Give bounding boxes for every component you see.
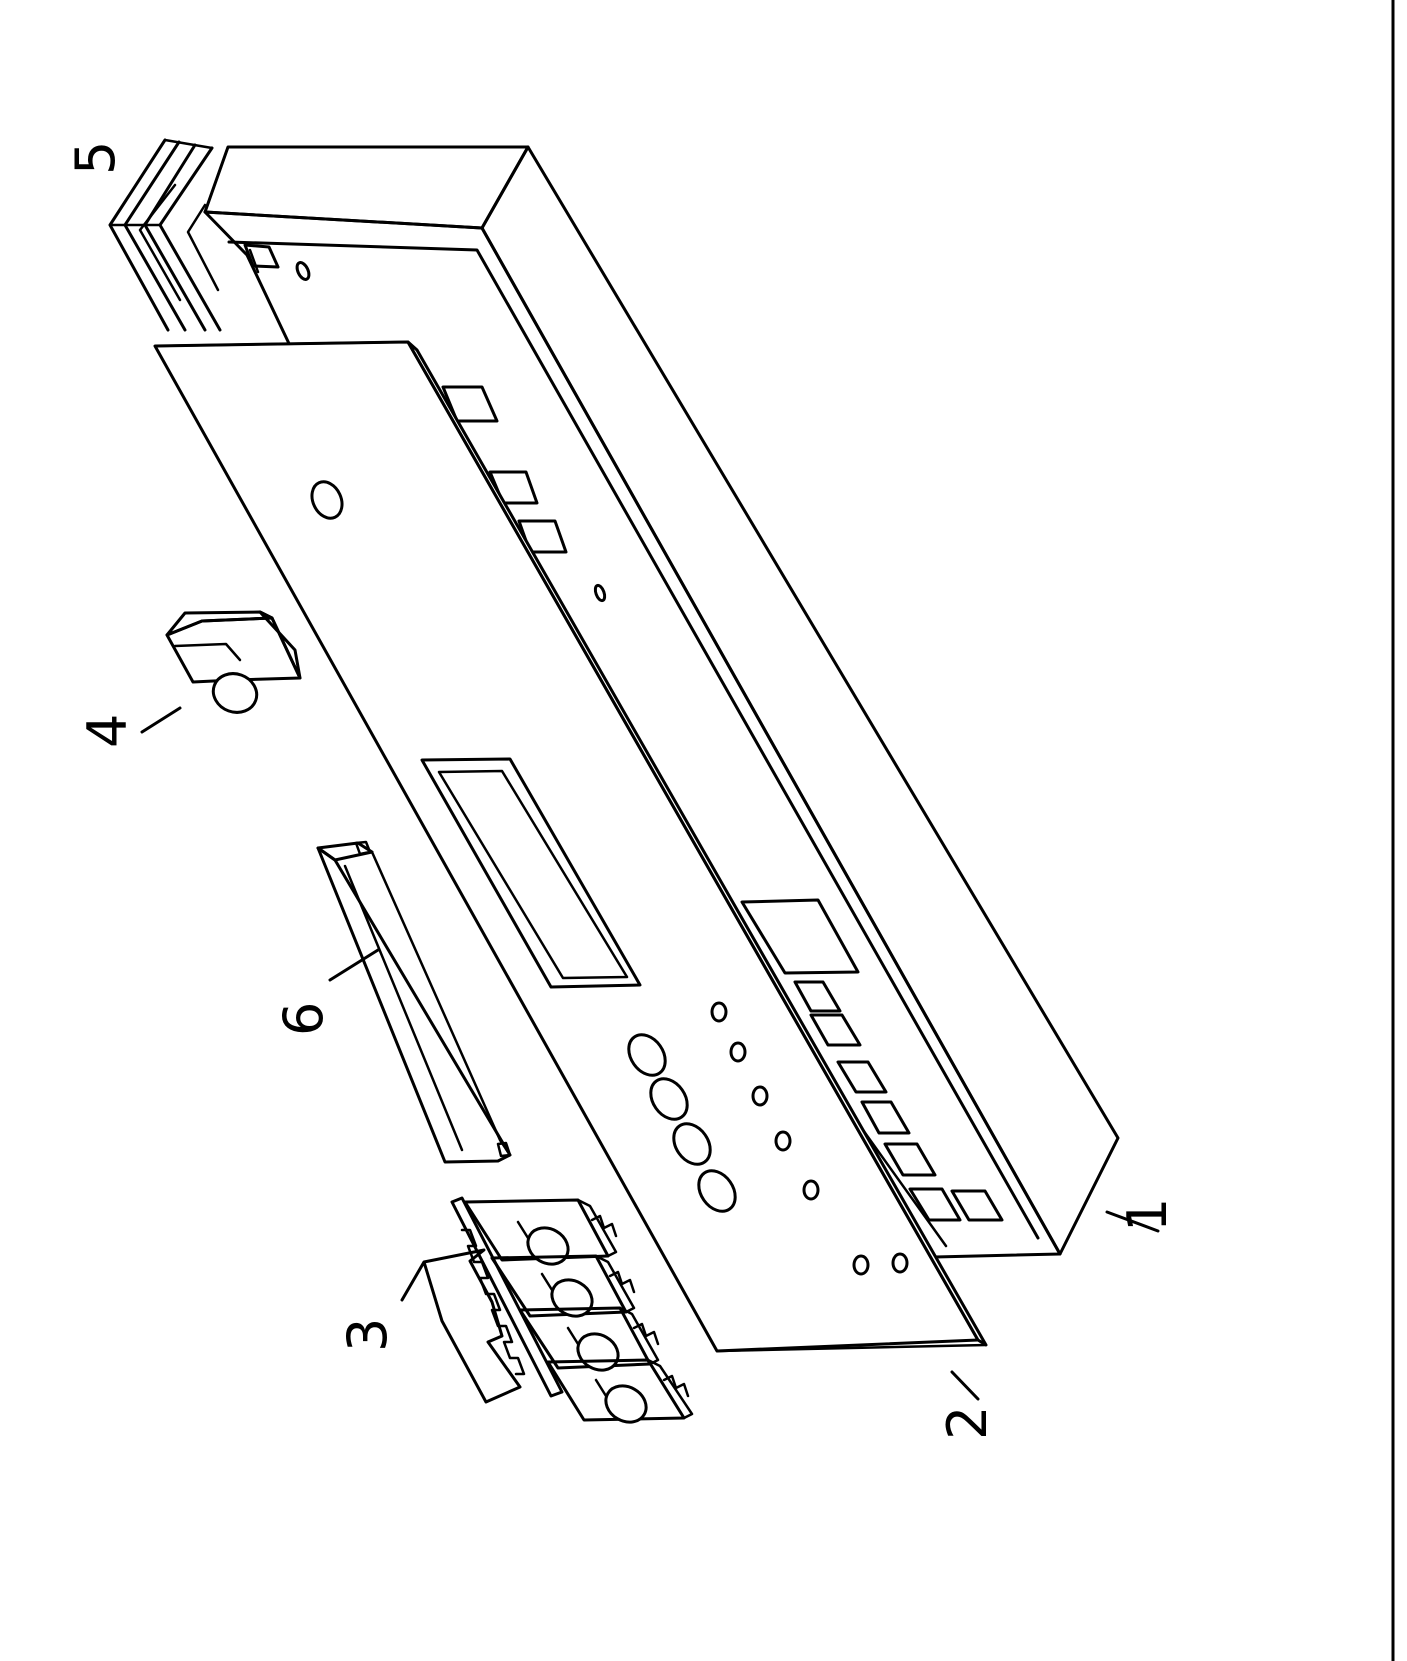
part-4-knob-switch bbox=[165, 610, 302, 714]
button-cap-4 bbox=[604, 1384, 648, 1424]
part-5-stacked-panels bbox=[108, 138, 222, 332]
knob-block-top bbox=[165, 610, 274, 637]
housing-led-hole bbox=[593, 583, 607, 603]
panel-display-window bbox=[437, 769, 629, 980]
leader-line-4 bbox=[140, 706, 182, 734]
leader-line-2 bbox=[950, 1370, 980, 1401]
knob-cap bbox=[211, 672, 259, 714]
panel-knob-hole bbox=[310, 480, 344, 520]
panel-large-hole-2 bbox=[672, 1122, 712, 1166]
part-3-button-assembly bbox=[450, 1196, 694, 1424]
button-cap-3 bbox=[576, 1332, 620, 1372]
housing-small-hole bbox=[295, 261, 311, 281]
light-guide-edge bbox=[370, 850, 512, 1157]
housing-key-0 bbox=[793, 980, 842, 1013]
stack-inner-1 bbox=[138, 183, 182, 302]
callout-6: 6 bbox=[272, 1002, 335, 1036]
light-guide-clip-top bbox=[354, 840, 372, 856]
panel-display-cutout bbox=[420, 757, 642, 989]
panel-small-hole-4 bbox=[802, 1179, 820, 1201]
leader-line-3 bbox=[400, 1248, 522, 1404]
stack-inner-2 bbox=[186, 203, 220, 292]
light-guide-clip-bottom bbox=[496, 1141, 512, 1158]
housing-small-switch-detail bbox=[248, 248, 260, 274]
part-2-front-panel bbox=[153, 340, 988, 1353]
housing-key-2 bbox=[836, 1060, 888, 1094]
housing-key-6 bbox=[950, 1189, 1004, 1222]
button-unit-2 bbox=[490, 1254, 636, 1318]
housing-key-5 bbox=[908, 1187, 962, 1222]
callout-5: 5 bbox=[64, 141, 127, 175]
button-strip-teeth bbox=[460, 1228, 526, 1376]
button-strip-rail bbox=[450, 1196, 564, 1398]
button-cap-1 bbox=[526, 1226, 570, 1266]
leader-line-1 bbox=[1105, 1210, 1160, 1233]
housing-display-window bbox=[740, 898, 860, 975]
panel-small-hole-5 bbox=[852, 1254, 870, 1276]
housing-key-3 bbox=[860, 1100, 911, 1135]
housing-key-4 bbox=[883, 1142, 937, 1177]
light-guide-top bbox=[316, 841, 374, 862]
panel-small-hole-3 bbox=[774, 1130, 792, 1152]
panel-small-hole-0 bbox=[710, 1001, 728, 1023]
button-unit-3 bbox=[518, 1306, 660, 1372]
panel-small-hole-1 bbox=[729, 1041, 747, 1063]
stack-layer-2 bbox=[123, 140, 187, 332]
panel-top-edge bbox=[153, 340, 410, 348]
knob-block-side bbox=[258, 610, 302, 680]
housing-small-switch bbox=[243, 243, 280, 269]
callout-3: 3 bbox=[336, 1318, 399, 1352]
panel-large-hole-3 bbox=[697, 1169, 737, 1213]
panel-small-hole-6 bbox=[891, 1252, 909, 1274]
callout-4: 4 bbox=[76, 714, 139, 748]
panel-bottom-edge bbox=[715, 1343, 988, 1353]
panel-large-hole-0 bbox=[627, 1033, 667, 1077]
housing-front-frame bbox=[227, 240, 1040, 1240]
knob-block-inner bbox=[173, 642, 242, 662]
housing-rear-edge bbox=[203, 145, 230, 214]
leader-line-6 bbox=[328, 948, 380, 982]
button-unit-1 bbox=[463, 1198, 618, 1266]
light-guide-body bbox=[316, 846, 512, 1164]
housing-key-1 bbox=[809, 1013, 862, 1047]
panel-small-hole-2 bbox=[751, 1085, 769, 1107]
callout-1: 1 bbox=[1116, 1198, 1179, 1232]
panel-large-hole-1 bbox=[649, 1077, 689, 1121]
button-unit-4 bbox=[546, 1358, 694, 1424]
callout-2: 2 bbox=[936, 1406, 999, 1440]
part-6-light-guide bbox=[316, 840, 512, 1164]
stack-top-edge bbox=[163, 138, 214, 150]
light-guide-inner bbox=[343, 864, 464, 1152]
